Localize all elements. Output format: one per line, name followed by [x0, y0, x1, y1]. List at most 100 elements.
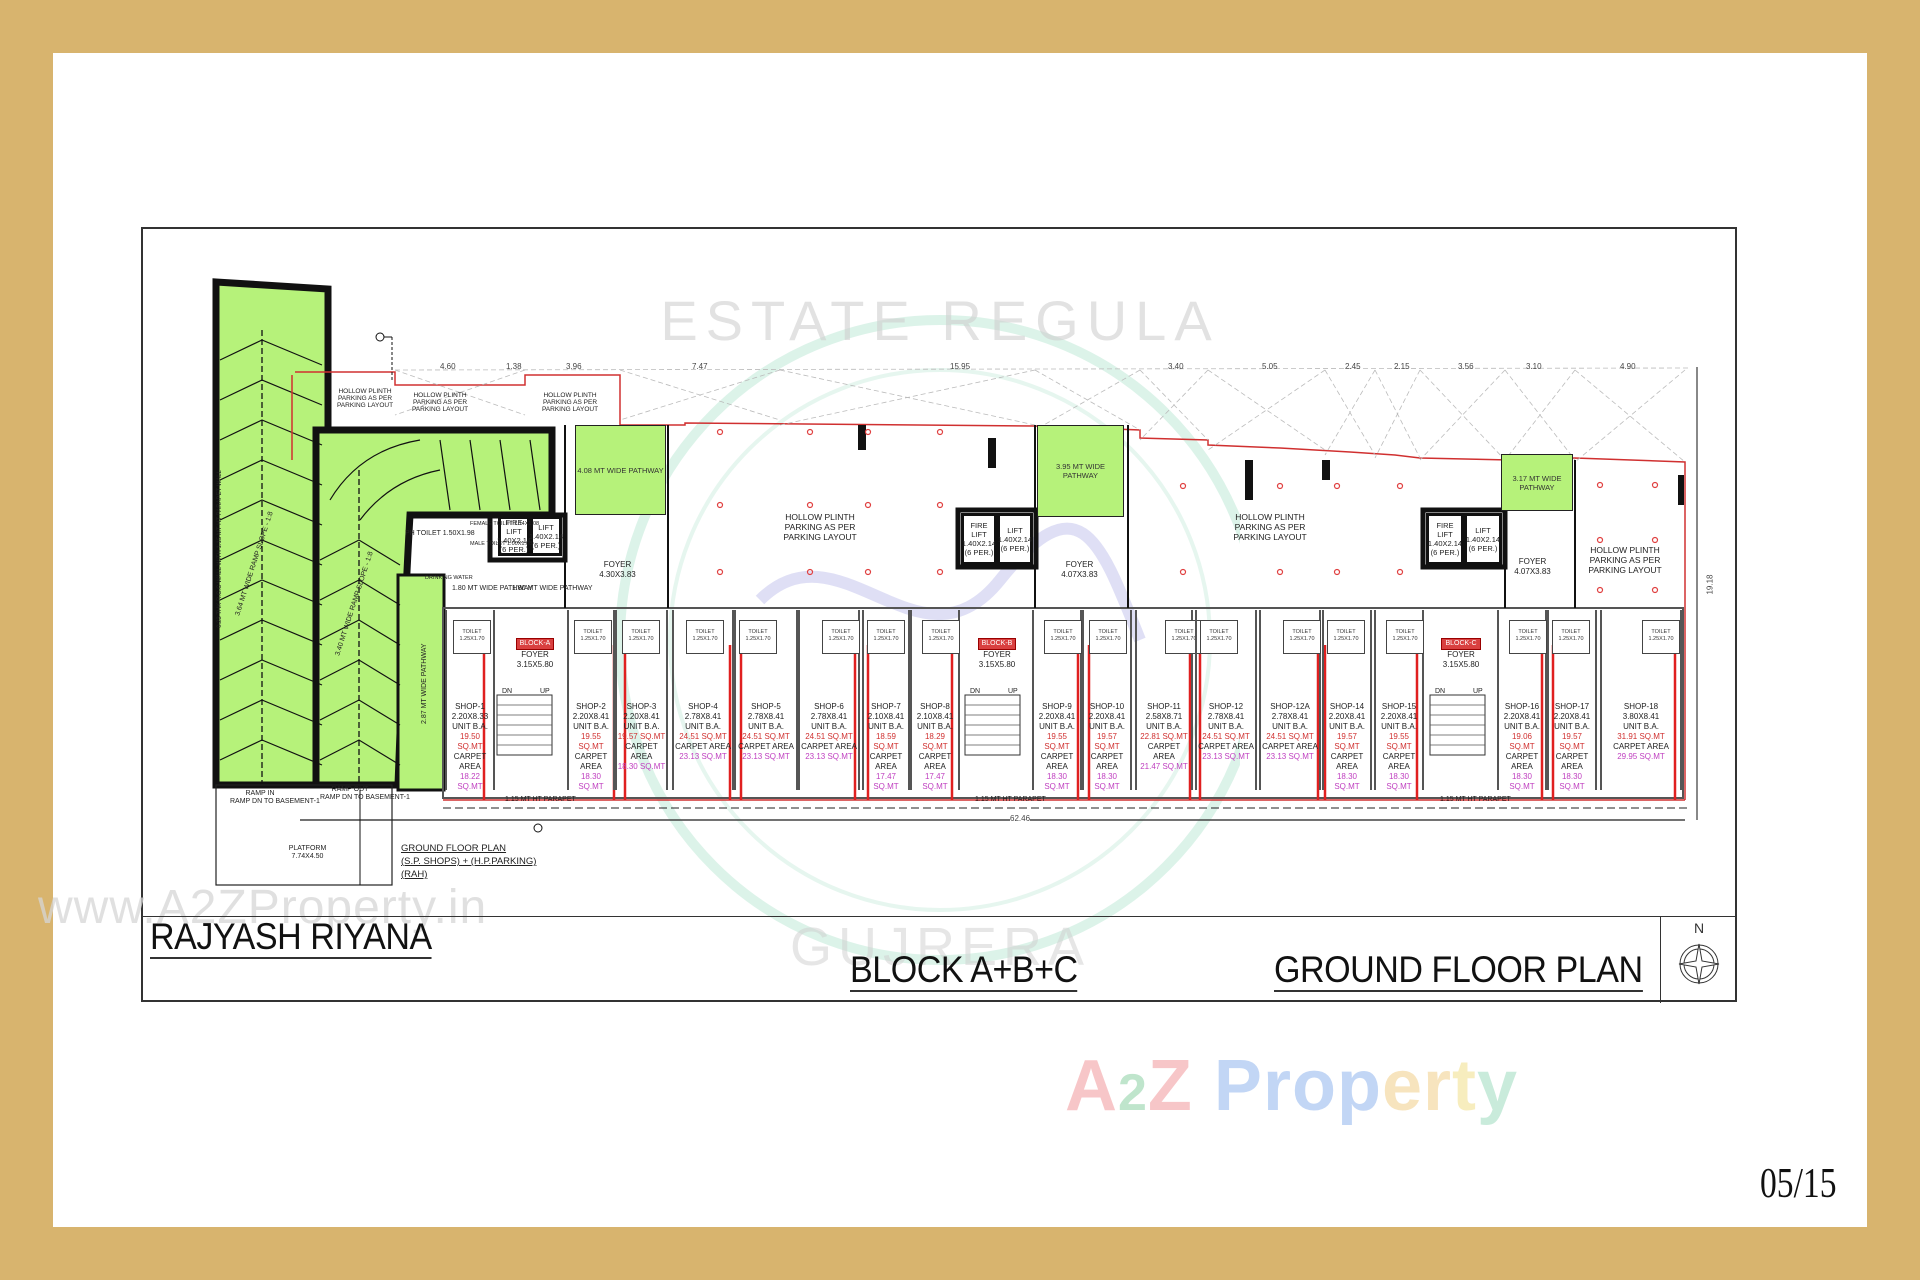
north-compass: N [1660, 916, 1738, 1003]
toilet: TOILET 1.25X1.70 [1642, 620, 1680, 654]
block-title: BLOCK A+B+C [850, 949, 1078, 992]
toilet: TOILET 1.25X1.70 [1200, 620, 1238, 654]
pathway-label: 1.80 MT WIDE PATHWAY [512, 585, 593, 592]
toilet: TOILET 1.25X1.70 [739, 620, 777, 654]
fire-lift: FIRE LIFT 1.40X2.14 (6 PER.) [961, 513, 997, 565]
toilet: TOILET 1.25X1.70 [1283, 620, 1321, 654]
dimension: 3.10 [1526, 362, 1542, 371]
pathway-label: 1.80 MT WIDE PATHWAY [452, 585, 533, 592]
plan-caption: GROUND FLOOR PLAN (S.P. SHOPS) + (H.P.PA… [401, 843, 537, 880]
toilet: TOILET 1.25X1.70 [867, 620, 905, 654]
stair-up: UP [1473, 688, 1483, 695]
toilet: TOILET 1.25X1.70 [574, 620, 612, 654]
stair-dn: DN [502, 688, 513, 695]
ph-toilet: PH TOILET 1.50X1.98 [405, 530, 475, 538]
overall-depth: 19.18 [1705, 574, 1715, 595]
toilet: TOILET 1.25X1.70 [1327, 620, 1365, 654]
dimension: 2.15 [1394, 362, 1410, 371]
dimension: 4.90 [1620, 362, 1636, 371]
toilet: TOILET 1.25X1.70 [1089, 620, 1127, 654]
hollow-plinth-label: HOLLOW PLINTH PARKING AS PER PARKING LAY… [411, 392, 469, 413]
lift: LIFT 1.40X2.14 (6 PER.) [529, 516, 563, 556]
pathway-label: 2.87 MT WIDE PATHWAY [421, 643, 428, 724]
pathway-3-95m: 3.95 MT WIDE PATHWAY [1037, 425, 1124, 517]
fire-lift: FIRE LIFT 1.40X2.14 (6 PER.) [496, 516, 532, 556]
lift: LIFT 1.40X2.14 (6 PER.) [997, 513, 1033, 565]
drawing-frame [141, 227, 1737, 1002]
toilet: TOILET 1.25X1.70 [1552, 620, 1590, 654]
toilet: TOILET 1.25X1.70 [686, 620, 724, 654]
block-tag: BLOCK-C [1441, 638, 1481, 650]
toilet: TOILET 1.25X1.70 [622, 620, 660, 654]
page-number: 05/15 [1760, 1161, 1837, 1207]
drinking-water: DRINKING WATER [425, 575, 473, 581]
north-label: N [1694, 920, 1705, 936]
dimension: 3.40 [1168, 362, 1184, 371]
dimension: 7.47 [692, 362, 708, 371]
parapet-label: 1.15 MT HT PARAPET [1440, 796, 1511, 803]
dimension: 15.95 [950, 362, 971, 371]
svg-text:ESTATE REGULA: ESTATE REGULA [660, 289, 1219, 352]
website-watermark: www.A2ZProperty.in [38, 881, 488, 934]
toilet: TOILET 1.25X1.70 [1044, 620, 1082, 654]
dimension: 3.56 [1458, 362, 1474, 371]
dimension: 5.05 [1262, 362, 1278, 371]
overall-width: 62.46 [1010, 814, 1031, 823]
lift: LIFT 1.40X2.14 (6 PER.) [1464, 513, 1502, 565]
block-tag: BLOCK-B [977, 638, 1017, 650]
dimension: 4.60 [440, 362, 456, 371]
hollow-plinth-label: HOLLOW PLINTH PARKING AS PER PARKING LAY… [541, 392, 599, 413]
female-toilet: FEMALE TOILET 1.14X1.08 [470, 521, 539, 527]
wall-note: 0.23 THK R.C.C WALL WITH 1.15 MT HT PARA… [217, 470, 223, 628]
toilet: TOILET 1.25X1.70 [1386, 620, 1424, 654]
toilet: TOILET 1.25X1.70 [453, 620, 491, 654]
hollow-plinth-label: HOLLOW PLINTH PARKING AS PER PARKING LAY… [783, 512, 857, 542]
stair-dn: DN [970, 688, 981, 695]
hollow-plinth-label: HOLLOW PLINTH PARKING AS PER PARKING LAY… [1233, 512, 1307, 542]
title-block [141, 916, 1737, 1003]
toilet: TOILET 1.25X1.70 [822, 620, 860, 654]
stair-up: UP [540, 688, 550, 695]
project-name: RAJYASH RIYANA [150, 916, 432, 959]
brand-watermark: A2Z Property [1065, 1046, 1519, 1126]
male-toilet: MALE TOILET 1.00X1.08 [470, 541, 532, 547]
hollow-plinth-label: HOLLOW PLINTH PARKING AS PER PARKING LAY… [336, 388, 394, 409]
toilet: TOILET 1.25X1.70 [922, 620, 960, 654]
block-tag: BLOCK-A [515, 638, 555, 650]
dimension: 1.38 [506, 362, 522, 371]
fire-lift: FIRE LIFT 1.40X2.14 (6 PER.) [1426, 513, 1464, 565]
pathway-3-17m: 3.17 MT WIDE PATHWAY [1501, 454, 1573, 511]
sheet-title: GROUND FLOOR PLAN [1274, 949, 1643, 992]
dimension: 3.96 [566, 362, 582, 371]
hollow-plinth-label: HOLLOW PLINTH PARKING AS PER PARKING LAY… [1588, 545, 1662, 575]
parapet-label: 1.15 MT HT PARAPET [505, 796, 576, 803]
svg-text:GUJRERA: GUJRERA [790, 917, 1090, 977]
